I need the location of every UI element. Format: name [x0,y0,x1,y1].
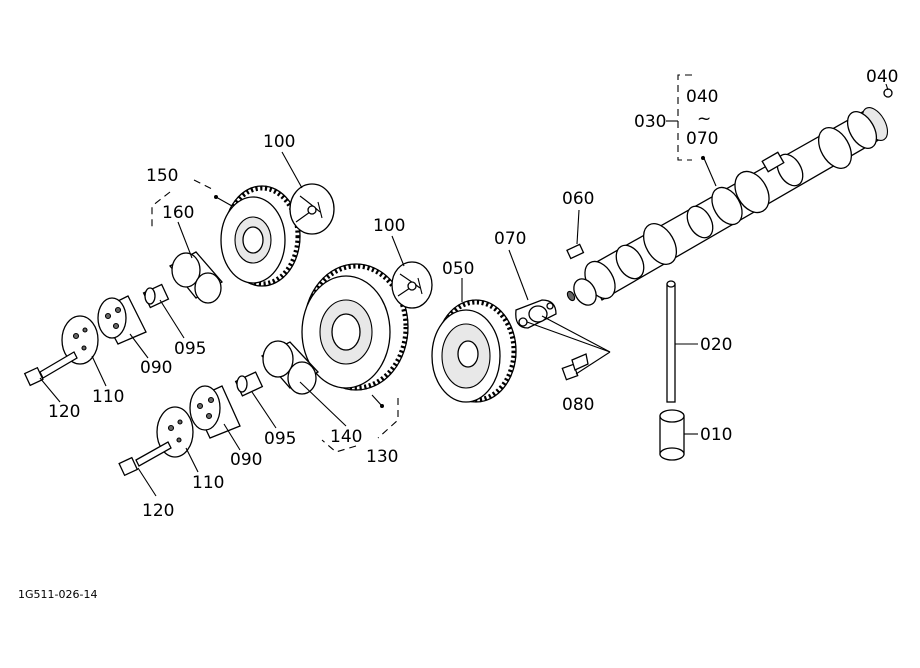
bushing-lower-part [260,340,320,395]
callout-040-range: 040 [686,87,718,107]
callout-060-key: 060 [562,189,594,209]
idle-gear-large-part [301,263,409,391]
push-rod-part [666,280,676,403]
leader-lines [39,74,889,497]
callout-010-tappet: 010 [700,425,732,445]
plate-upper-part [61,315,99,365]
idle-gear-small-upper-part [220,185,301,287]
shaft-upper-part [97,295,147,345]
callout-090-upper: 090 [140,358,172,378]
figure-code: 1G511-026-14 [18,588,97,601]
callout-095-upper: 095 [174,339,206,359]
callout-150: 150 [146,166,178,186]
callout-120-upper: 120 [48,402,80,422]
bush-lower-part [234,371,264,397]
callout-110-upper: 110 [92,387,124,407]
callout-020-push-rod: 020 [700,335,732,355]
camshaft-part [566,107,889,306]
callout-range-tilde: ~ [697,109,711,129]
callout-070-range: 070 [686,129,718,149]
callout-050-gear: 050 [442,259,474,279]
callout-095-lower: 095 [264,429,296,449]
callout-030-camshaft: 030 [634,112,666,132]
callout-100-lower: 100 [373,216,405,236]
callout-080-bolt: 080 [562,395,594,415]
bush-upper-part [142,283,170,309]
callout-130: 130 [366,447,398,467]
bushing-upper-part [169,251,223,304]
callout-100-upper: 100 [263,132,295,152]
ball-part [883,88,893,98]
key-part [566,243,585,260]
thrust-plate-part [515,299,557,329]
callout-160: 160 [162,203,194,223]
camshaft-gear-part [431,299,517,403]
bolt-080-part [561,353,589,381]
bolt-upper-part [23,351,78,387]
callout-090-lower: 090 [230,450,262,470]
shaft-lower-part [189,385,241,439]
callout-110-lower: 110 [192,473,224,493]
collar-upper-part [289,183,335,235]
callout-070-thrust-plate: 070 [494,229,526,249]
callout-040-ball: 040 [866,67,898,87]
tappet-part [659,409,685,461]
callout-140: 140 [330,427,362,447]
bolt-lower-part [118,441,172,477]
callout-120-lower: 120 [142,501,174,521]
collar-lower-part [391,261,433,309]
